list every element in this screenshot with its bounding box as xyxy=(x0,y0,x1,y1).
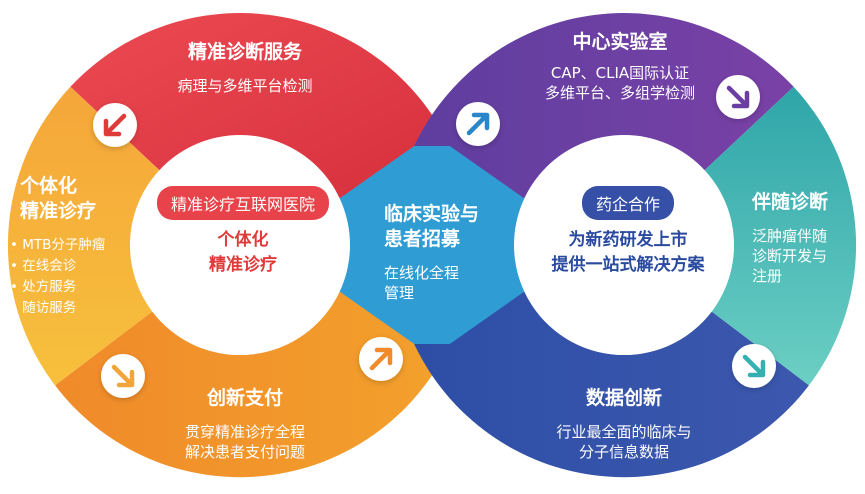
data-innovation-line1: 行业最全面的临床与 xyxy=(556,423,692,441)
clinical-trials-body-line2: 管理 xyxy=(384,283,415,302)
hub-left-text: 个体化 精准诊疗 xyxy=(209,228,277,277)
companion-diagnostics-line2: 诊断开发与 xyxy=(752,246,828,265)
data-innovation-title: 数据创新 xyxy=(585,387,663,409)
personalized-title-line2: 精准诊疗 xyxy=(20,200,97,223)
segment-clinical-trials-band xyxy=(339,146,525,344)
hub-right-line2: 提供一站式解决方案 xyxy=(551,254,705,275)
bullet-item: 处方服务 xyxy=(10,277,105,298)
precise-diagnosis-title: 精准诊断服务 xyxy=(187,41,303,63)
arrow-down-right-icon xyxy=(732,344,776,388)
central-lab-line2: 多维平台、多组学检测 xyxy=(544,83,696,102)
innovative-payment-line1: 贯穿精准诊疗全程 xyxy=(184,423,306,441)
hub-left-badge: 精准诊疗互联网医院 xyxy=(156,186,330,220)
companion-diagnostics-title: 伴随诊断 xyxy=(752,191,829,213)
bullet-continuation: 在线会诊 xyxy=(22,257,77,274)
bullet-item: 在线会诊 xyxy=(10,256,105,277)
personalized-bullets: MTB分子肿瘤 在线会诊 处方服务 随访服务 xyxy=(10,235,105,319)
innovative-payment-title: 创新支付 xyxy=(206,387,284,409)
hub-left-line1: 个体化 xyxy=(217,230,269,250)
segment-innovative-payment xyxy=(55,291,450,478)
central-lab-line1: CAP、CLIA国际认证 xyxy=(550,64,690,82)
innovative-payment-line2: 解决患者支付问题 xyxy=(184,442,306,461)
personalized-title-line1: 个体化 xyxy=(20,175,78,197)
clinical-trials-title-line2: 患者招募 xyxy=(384,228,461,251)
data-innovation-line2: 分子信息数据 xyxy=(578,442,670,461)
clinical-trials-title-line1: 临床实验与 xyxy=(384,203,480,225)
bullet-item: 随访服务 xyxy=(10,298,105,319)
arrow-up-right-icon xyxy=(456,102,500,146)
clinical-trials-body: 在线化全程 管理 xyxy=(384,264,459,304)
segment-central-lab xyxy=(414,13,794,199)
bullet-item: MTB分子肿瘤 xyxy=(10,235,105,256)
segment-data-innovation xyxy=(414,291,809,478)
central-lab-body: CAP、CLIA国际认证 多维平台、多组学检测 xyxy=(545,64,695,104)
companion-diagnostics-body: 泛肿瘤伴随 诊断开发与 注册 xyxy=(752,227,827,286)
hub-right-badge: 药企合作 xyxy=(581,186,675,220)
companion-diagnostics-line1: 泛肿瘤伴随 xyxy=(752,227,828,245)
hub-right-circle xyxy=(514,135,734,355)
hub-right-text: 为新药研发上市 提供一站式解决方案 xyxy=(552,228,705,277)
clinical-trials-title: 临床实验与 患者招募 xyxy=(384,202,479,252)
data-innovation-body: 行业最全面的临床与 分子信息数据 xyxy=(556,423,691,463)
personalized-title: 个体化 精准诊疗 xyxy=(20,174,96,224)
arrow-down-left-icon xyxy=(93,103,137,147)
central-lab-title: 中心实验室 xyxy=(572,31,668,53)
segment-companion-diagnostics xyxy=(704,86,857,386)
arrow-down-right-icon xyxy=(101,354,145,398)
arrow-down-right-icon xyxy=(716,75,760,119)
hub-left-line2: 精准诊疗 xyxy=(209,254,277,275)
companion-diagnostics-line3: 注册 xyxy=(752,266,783,285)
precise-diagnosis-body: 病理与多维平台检测 xyxy=(177,77,313,95)
innovative-payment-body: 贯穿精准诊疗全程 解决患者支付问题 xyxy=(185,423,305,463)
clinical-trials-body-line1: 在线化全程 xyxy=(384,264,460,282)
hub-right-line1: 为新药研发上市 xyxy=(568,230,688,250)
arrow-up-right-icon xyxy=(359,337,403,381)
segment-precise-diagnosis xyxy=(70,13,450,199)
